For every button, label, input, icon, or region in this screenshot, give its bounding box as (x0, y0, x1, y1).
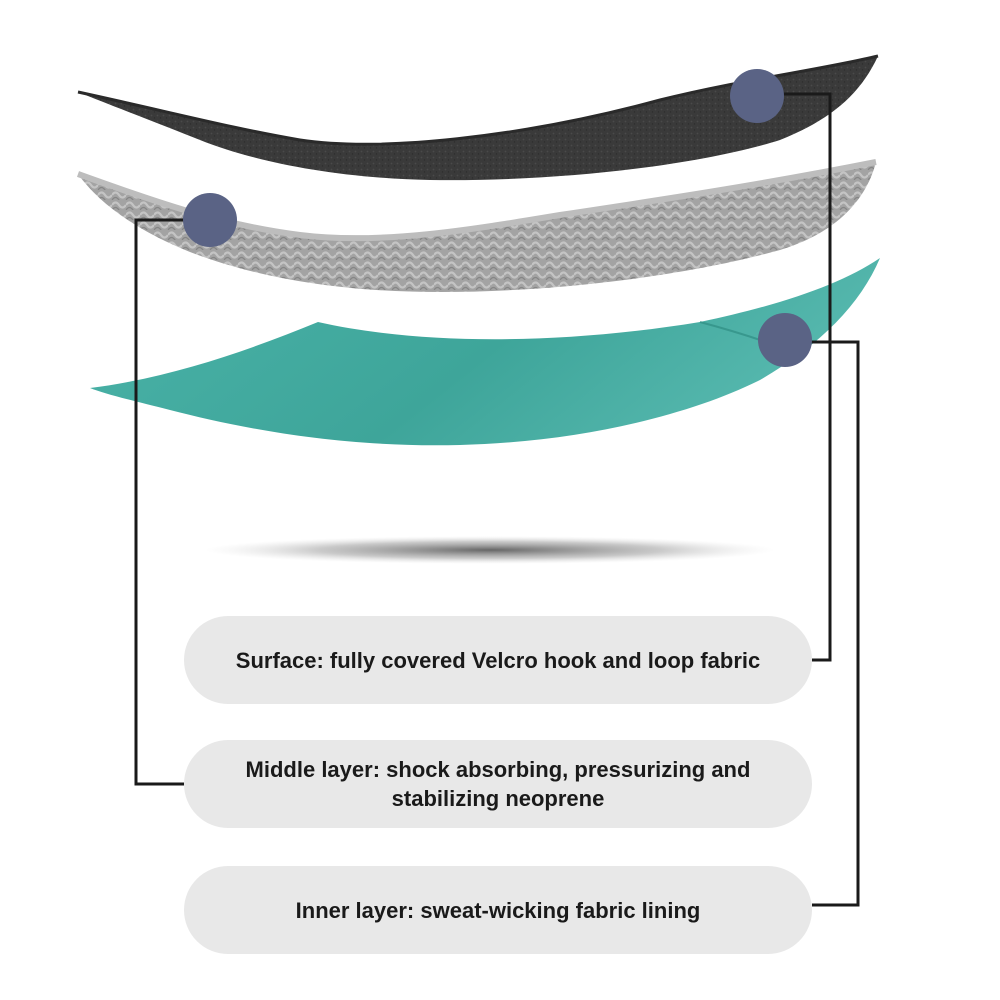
middle-label-text: Middle layer: shock absorbing, pressuriz… (214, 755, 782, 813)
inner-label-pill: Inner layer: sweat-wicking fabric lining (184, 866, 812, 954)
middle-marker (183, 193, 237, 247)
inner-marker (758, 313, 812, 367)
inner-label-text: Inner layer: sweat-wicking fabric lining (296, 896, 701, 925)
middle-connector-line (136, 220, 210, 784)
middle-label-pill: Middle layer: shock absorbing, pressuriz… (184, 740, 812, 828)
surface-label-pill: Surface: fully covered Velcro hook and l… (184, 616, 812, 704)
floor-shadow (205, 536, 775, 564)
surface-label-text: Surface: fully covered Velcro hook and l… (236, 646, 760, 675)
surface-marker (730, 69, 784, 123)
